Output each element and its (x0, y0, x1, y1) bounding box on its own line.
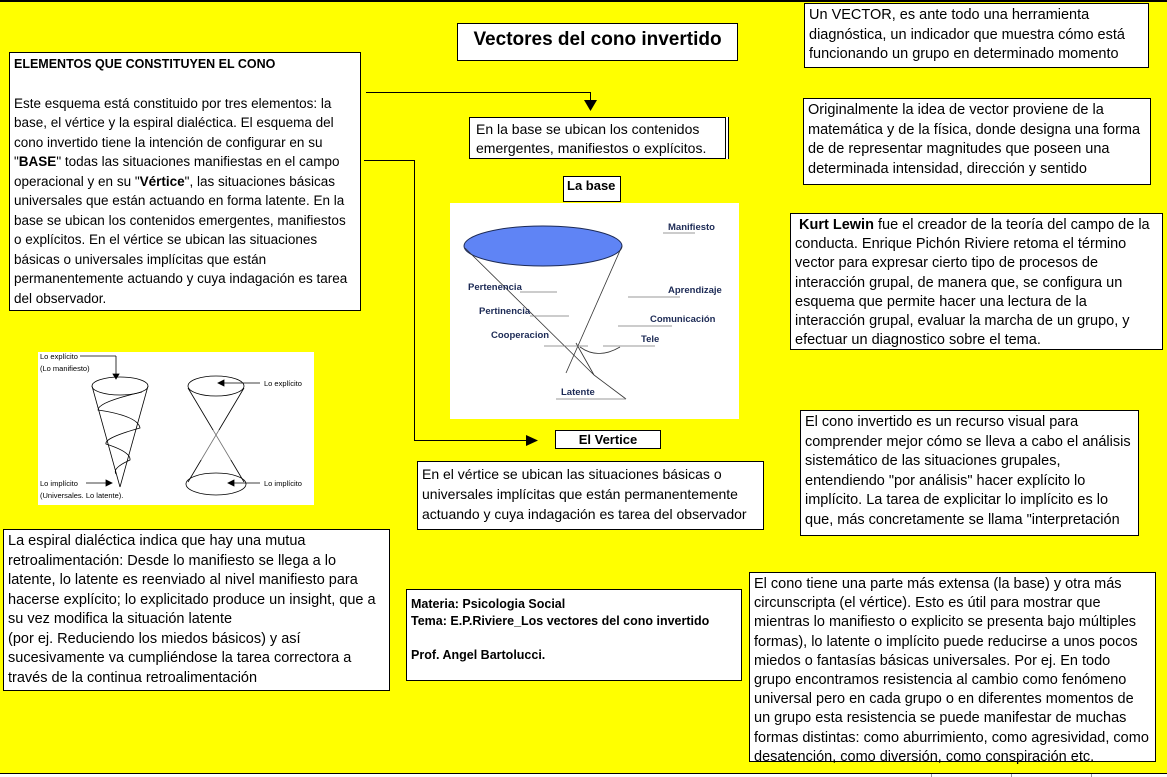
label-pertinencia: Pertinencia (479, 306, 531, 317)
connector-vertex-h1 (364, 160, 414, 161)
elements-text: Este esquema está constituido por tres e… (14, 94, 356, 309)
connector-vertex-v (414, 160, 415, 440)
credits-materia: Materia: Psicologia Social (411, 597, 566, 611)
base-note: En la base se ubican los contenidos emer… (469, 117, 726, 159)
vertice-word: Vértice (139, 173, 185, 189)
vertex-note: En el vértice se ubican las situaciones … (417, 461, 764, 530)
elements-box: ELEMENTOS QUE CONSTITUYEN EL CONO Este e… (9, 52, 361, 311)
bottom-border (0, 773, 1167, 774)
spiral-illustration: Lo explícito (Lo manifiesto) Lo implícit… (40, 352, 302, 500)
spiral-diagram: Lo explícito (Lo manifiesto) Lo implícit… (38, 352, 314, 505)
cone-illustration: Manifiesto Pertenencia Pertinencia Coope… (463, 222, 722, 400)
label-manifiesto-left: (Lo manifiesto) (40, 364, 90, 373)
label-implicito-left: Lo implícito (40, 479, 78, 488)
lewin-name: Kurt Lewin (799, 217, 874, 233)
lewin-text: fue el creador de la teoría del campo de… (795, 217, 1150, 349)
label-universales-left: (Universales. Lo latente). (40, 491, 123, 500)
cell-divider (931, 774, 932, 777)
connector-vertex-h2 (414, 440, 530, 441)
base-label: La base (563, 176, 621, 202)
label-implicito-right: Lo implícito (264, 479, 302, 488)
label-explicito-left: Lo explícito (40, 352, 78, 361)
cone-resource-box: El cono invertido es un recurso visual p… (800, 410, 1139, 536)
label-comunicacion: Comunicación (650, 314, 716, 325)
credits-tema: Tema: E.P.Riviere_Los vectores del cono … (411, 614, 710, 628)
cone-parts-box: El cono tiene una parte más extensa (la … (749, 572, 1156, 765)
connector-base-h (366, 92, 590, 93)
sheet-bottom-strip (0, 774, 1167, 777)
label-latente: Latente (561, 387, 595, 398)
label-pertenencia: Pertenencia (468, 282, 523, 293)
label-manifiesto: Manifiesto (668, 222, 715, 233)
lewin-box: Kurt Lewin fue el creador de la teoría d… (790, 213, 1163, 350)
label-explicito-right: Lo explícito (264, 379, 302, 388)
cell-divider (1011, 774, 1012, 777)
cell-divider (1091, 774, 1092, 777)
vector-definition: Un VECTOR, es ante todo una herramienta … (804, 3, 1149, 68)
arrow-right-icon (526, 435, 538, 446)
spiral-note: La espiral dialéctica indica que hay una… (3, 529, 390, 691)
base-word: BASE (18, 154, 57, 169)
elements-heading: ELEMENTOS QUE CONSTITUYEN EL CONO (14, 57, 276, 71)
elements-text-p1: Este esquema está constituido por tres e… (14, 95, 334, 170)
vector-origin: Originalmente la idea de vector proviene… (803, 98, 1151, 185)
elements-text-p3: ", las situaciones básicas universales q… (14, 173, 348, 306)
cone-diagram: Manifiesto Pertenencia Pertinencia Coope… (450, 203, 739, 419)
elements-text-p2: " todas las situaciones manifiestas en e… (14, 154, 340, 189)
top-border (0, 0, 1167, 2)
label-aprendizaje: Aprendizaje (668, 285, 722, 296)
label-tele: Tele (641, 334, 659, 345)
connector-base-v (590, 92, 591, 104)
credits-prof: Prof. Angel Bartolucci. (411, 648, 546, 662)
label-cooperacion: Cooperacion (491, 330, 549, 341)
credits-box: Materia: Psicologia Social Tema: E.P.Riv… (406, 589, 742, 681)
page-title: Vectores del cono invertido (457, 23, 738, 61)
arrow-down-icon (584, 100, 597, 111)
vertex-label: El Vertice (555, 430, 661, 449)
